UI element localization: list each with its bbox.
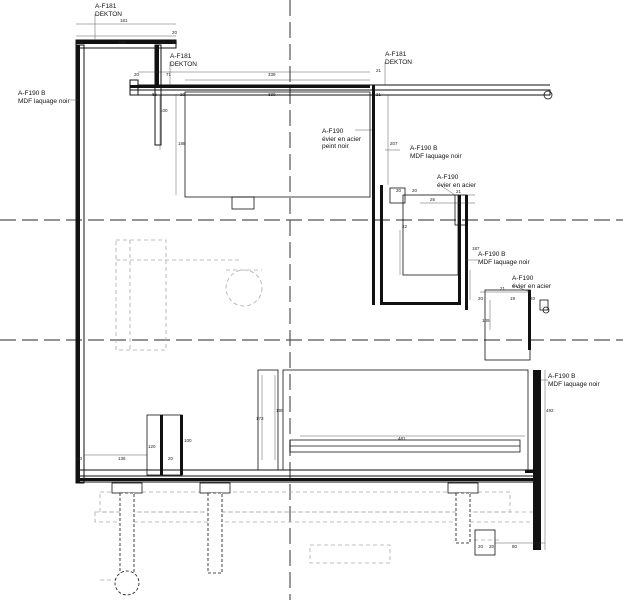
dim-20j: 20: [77, 456, 83, 461]
label-evier-2: A-F190 évier en acier: [437, 174, 476, 189]
dim-481: 481: [398, 436, 406, 441]
label-code: A-F181: [95, 3, 117, 10]
dim-330: 330: [268, 92, 276, 97]
dim-207: 207: [390, 141, 398, 146]
dim-28: 28: [172, 40, 178, 45]
label-code: A-F190: [437, 174, 459, 181]
dim-85: 85: [152, 92, 158, 97]
label-code: A-F190 B: [548, 373, 576, 380]
label-material: MDF laquage noir: [548, 380, 600, 388]
label-material: DEKTON: [95, 10, 122, 18]
label-line2: évier en acier: [322, 135, 362, 143]
dim-20f: 20: [396, 188, 402, 193]
dim-136: 136: [118, 456, 126, 461]
label-material: MDF laquage noir: [478, 258, 530, 266]
dim-20c: 20: [172, 30, 178, 35]
label-line2: évier en acier: [437, 181, 477, 189]
label-material: DEKTON: [170, 60, 197, 68]
label-top-right: A-F181 DEKTON: [385, 51, 412, 66]
label-code: A-F190: [322, 128, 344, 135]
dim-21b: 21: [376, 92, 382, 97]
dim-22: 22: [402, 224, 408, 229]
label-top-left: A-F181 DEKTON: [95, 3, 122, 18]
label-right: A-F190 B MDF laquage noir: [548, 373, 600, 388]
dim-100: 100: [160, 108, 168, 113]
dim-20l: 20: [478, 544, 484, 549]
label-line2: évier en acier: [512, 282, 552, 290]
label-line3: peint noir: [322, 143, 349, 150]
dim-20b: 20: [160, 40, 166, 45]
label-code: A-F181: [385, 51, 407, 58]
label-mdf-1: A-F190 B MDF laquage noir: [410, 145, 462, 160]
label-code: A-F190 B: [478, 251, 506, 258]
dim-187: 187: [472, 246, 480, 251]
label-code: A-F190 B: [410, 145, 438, 152]
feet: [111, 482, 479, 596]
dim-21a: 21: [376, 68, 382, 73]
label-material: MDF laquage noir: [410, 152, 462, 160]
label-code: A-F181: [170, 53, 192, 60]
dim-339: 339: [268, 72, 276, 77]
label-code: A-F190 B: [18, 90, 46, 97]
dim-20m: 20: [489, 544, 495, 549]
dim-190: 190: [276, 408, 284, 413]
dim-80: 80: [512, 544, 518, 549]
label-evier-1: A-F190 évier en acier peint noir: [322, 128, 361, 151]
label-material: DEKTON: [385, 58, 412, 66]
label-top-mid: A-F181 DEKTON: [170, 53, 197, 68]
black-panels: [76, 40, 541, 550]
dimension-texts: 181 20 128 20 28 20 20 339 71 85 21 20 3…: [77, 18, 554, 549]
label-code: A-F190: [512, 275, 534, 282]
dim-21d: 21: [500, 286, 506, 291]
label-evier-3: A-F190 évier en acier: [512, 275, 551, 290]
dim-20g: 20: [412, 188, 418, 193]
dim-20e: 20: [180, 92, 186, 97]
dim-20h: 20: [478, 296, 484, 301]
dim-20n: 20: [536, 544, 542, 549]
dim-71: 71: [166, 72, 172, 77]
dim-173: 173: [256, 416, 264, 421]
dim-21c: 21: [456, 189, 462, 194]
dim-181: 181: [120, 18, 128, 23]
dim-492: 492: [546, 408, 554, 413]
label-mdf-2: A-F190 B MDF laquage noir: [478, 251, 530, 266]
dimension-lines: [76, 23, 546, 550]
dim-128: 128: [118, 40, 126, 45]
label-material: MDF laquage noir: [18, 97, 70, 105]
dim-20k: 20: [168, 456, 174, 461]
leader-lines: [70, 14, 548, 381]
dim-26: 26: [430, 197, 436, 202]
dim-109: 109: [482, 318, 490, 323]
dim-188: 188: [178, 141, 186, 146]
dim-20a: 20: [78, 40, 84, 45]
label-left: A-F190 B MDF laquage noir: [18, 90, 70, 105]
dim-20i: 20: [530, 296, 536, 301]
dim-100b: 100: [184, 438, 192, 443]
dim-19: 19: [510, 296, 516, 301]
dim-20d: 20: [134, 72, 140, 77]
dim-120: 120: [148, 444, 156, 449]
